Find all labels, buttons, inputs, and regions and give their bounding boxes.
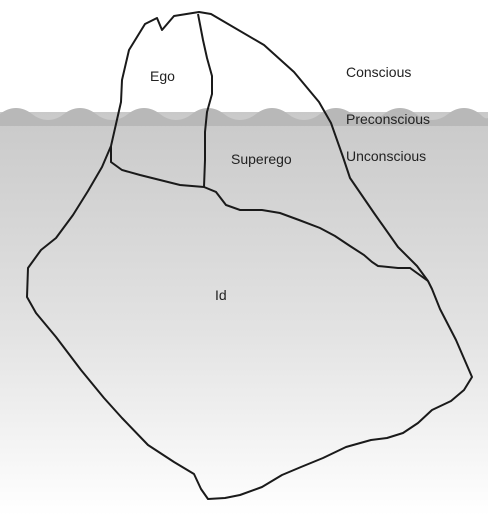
- superego-label: Superego: [231, 151, 292, 167]
- ego-label: Ego: [150, 68, 175, 84]
- conscious-label: Conscious: [346, 64, 411, 80]
- unconscious-label: Unconscious: [346, 148, 426, 164]
- id-label: Id: [215, 287, 227, 303]
- preconscious-label: Preconscious: [346, 111, 430, 127]
- water-region: [0, 112, 488, 516]
